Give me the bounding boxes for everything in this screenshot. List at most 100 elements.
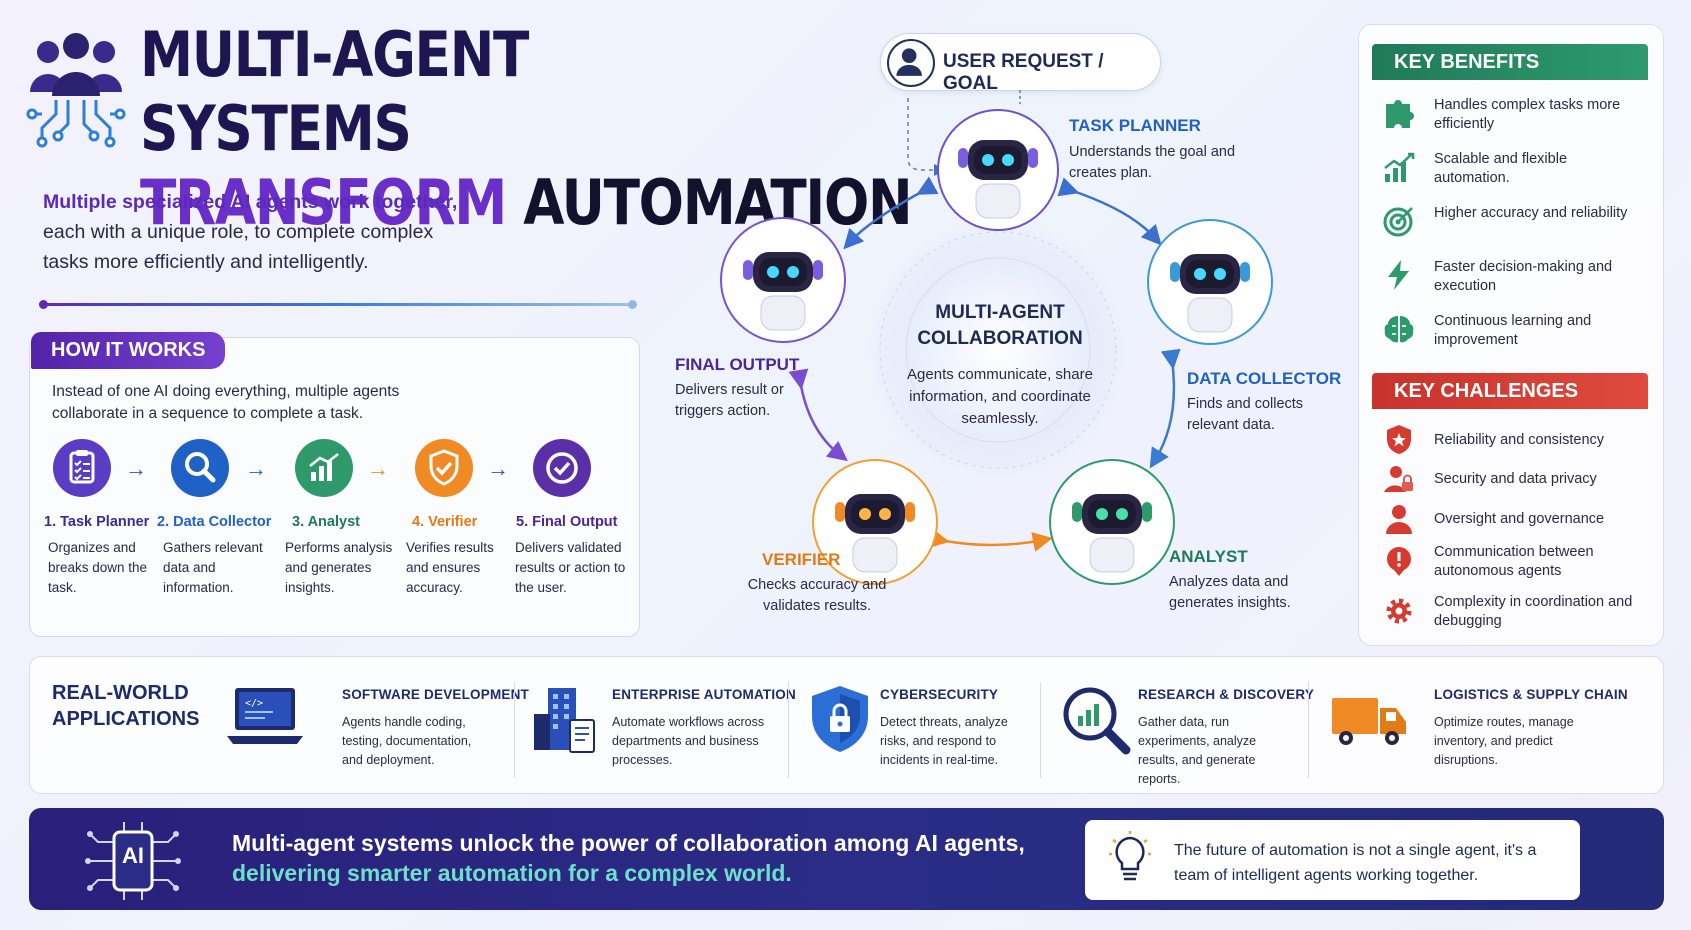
- step-description: Gathers relevant data and information.: [163, 540, 263, 595]
- shield-star-icon: [1387, 425, 1411, 454]
- step-description: Organizes and breaks down the task.: [48, 540, 148, 595]
- divider: [788, 682, 789, 778]
- step-description: Verifies results and ensures accuracy.: [406, 540, 494, 595]
- svg-text:</>: </>: [245, 698, 263, 709]
- application-description: Detect threats, analyze risks, and respo…: [880, 715, 1008, 767]
- application-description: Optimize routes, manage inventory, and p…: [1434, 715, 1574, 767]
- intro-highlight: Multiple specialized AI agents work toge…: [43, 191, 458, 213]
- application-description: Gather data, run experiments, analyze re…: [1138, 715, 1257, 786]
- robot-icon: [1049, 459, 1175, 585]
- robot-icon: [720, 217, 846, 343]
- challenge-item: Complexity in coordination and debugging: [1434, 594, 1633, 629]
- footer-line-1: Multi-agent systems unlock the power of …: [232, 830, 1025, 856]
- team-network-icon: [26, 33, 126, 148]
- step-title: 1. Task Planner: [44, 514, 150, 530]
- laptop-code-icon: </>: [227, 688, 303, 744]
- ai-chip-label: AI: [122, 843, 144, 868]
- step-title: 4. Verifier: [412, 514, 478, 530]
- brain-icon: [1384, 316, 1414, 343]
- lightning-icon: [1388, 260, 1409, 290]
- shield-lock-icon: [812, 686, 868, 752]
- divider: [514, 682, 515, 778]
- benefit-item: Scalable and flexible automation.: [1434, 151, 1568, 186]
- application-description: Agents handle coding, testing, documenta…: [342, 715, 472, 767]
- title-accent-word: TRANSFORM: [140, 166, 507, 239]
- agent-desc-output: Delivers result or triggers action.: [675, 382, 784, 419]
- divider: [39, 300, 637, 309]
- agent-desc-verifier: Checks accuracy and validates results.: [747, 577, 887, 614]
- benefits-header: KEY BENEFITS: [1372, 44, 1648, 80]
- quote-card: [1085, 820, 1580, 900]
- arrow-icon: →: [125, 456, 147, 481]
- arrow-icon: →: [487, 456, 509, 481]
- bar-chart-icon: [294, 438, 354, 498]
- how-it-works-tag: HOW IT WORKS: [31, 332, 226, 369]
- step-title: 3. Analyst: [292, 514, 360, 530]
- building-icon: [534, 688, 595, 753]
- agent-desc-collector: Finds and collects relevant data.: [1187, 396, 1304, 433]
- collaboration-title-line-1: MULTI-AGENT: [935, 302, 1065, 323]
- user-lock-icon: [1384, 466, 1413, 492]
- footer-line-2: delivering smarter automation for a comp…: [232, 860, 792, 886]
- check-circle-icon: [532, 438, 592, 498]
- clipboard-icon: [52, 438, 112, 498]
- application-title: SOFTWARE DEVELOPMENT: [342, 687, 530, 702]
- challenge-item: Reliability and consistency: [1434, 432, 1605, 448]
- application-title: LOGISTICS & SUPPLY CHAIN: [1434, 687, 1628, 702]
- intro-line-3: tasks more efficiently and intelligently…: [43, 251, 369, 273]
- agent-name-analyst: ANALYST: [1169, 547, 1248, 566]
- collaboration-title: MULTI-AGENT COLLABORATION: [905, 300, 1095, 352]
- robot-icon: [1147, 219, 1273, 345]
- step-title: 5. Final Output: [516, 514, 618, 530]
- agent-name-collector: DATA COLLECTOR: [1187, 369, 1342, 388]
- robot-icon: [812, 459, 938, 585]
- intro-paragraph: Multiple specialized AI agents work toge…: [43, 187, 513, 277]
- person-icon: [1386, 505, 1412, 534]
- arrow-icon: →: [367, 456, 389, 481]
- agent-desc-planner: Understands the goal and creates plan.: [1069, 144, 1236, 181]
- user-request-badge: USER REQUEST / GOAL: [880, 33, 1161, 94]
- divider: [1040, 682, 1041, 778]
- truck-icon: [1332, 698, 1406, 745]
- ai-chip-icon: [85, 822, 181, 900]
- research-magnifier-icon: [1063, 687, 1131, 755]
- quote-text: The future of automation is not a single…: [1174, 842, 1537, 884]
- user-avatar-icon: [887, 39, 935, 87]
- applications-title-line-1: REAL-WORLD: [52, 682, 189, 704]
- arrow-icon: →: [245, 456, 267, 481]
- lightbulb-icon: [1109, 831, 1151, 881]
- applications-title-line-2: APPLICATIONS: [52, 708, 200, 730]
- application-description: Automate workflows across departments an…: [612, 715, 765, 767]
- application-title: ENTERPRISE AUTOMATION: [612, 687, 796, 702]
- alert-bubble-icon: [1387, 547, 1411, 576]
- collaboration-diagram: [720, 90, 1273, 585]
- gear-icon: [1386, 598, 1412, 624]
- application-title: CYBERSECURITY: [880, 687, 999, 702]
- intro-line-2: each with a unique role, to complete com…: [43, 221, 434, 243]
- collaboration-description: Agents communicate, share information, a…: [907, 366, 1093, 427]
- how-it-works-description: Instead of one AI doing everything, mult…: [52, 383, 400, 422]
- step-description: Performs analysis and generates insights…: [285, 540, 393, 595]
- challenges-header: KEY CHALLENGES: [1372, 373, 1648, 409]
- application-title: RESEARCH & DISCOVERY: [1138, 687, 1315, 702]
- title-line-1: MULTI-AGENT SYSTEMS: [140, 18, 529, 165]
- agent-desc-analyst: Analyzes data and generates insights.: [1169, 574, 1291, 611]
- step-title: 2. Data Collector: [157, 514, 272, 530]
- shield-check-icon: [414, 438, 474, 498]
- benefit-item: Faster decision-making and execution: [1434, 259, 1613, 294]
- agent-name-planner: TASK PLANNER: [1069, 116, 1201, 135]
- challenge-item: Oversight and governance: [1434, 511, 1605, 527]
- challenge-item: Security and data privacy: [1434, 471, 1597, 487]
- challenge-item: Communication between autonomous agents: [1434, 544, 1594, 579]
- user-request-label: USER REQUEST / GOAL: [943, 51, 1104, 94]
- magnifier-icon: [170, 438, 230, 498]
- target-icon: [1383, 207, 1413, 237]
- growth-chart-icon: [1384, 152, 1415, 182]
- puzzle-icon: [1386, 100, 1414, 128]
- benefit-item: Higher accuracy and reliability: [1434, 205, 1628, 221]
- agent-name-verifier: VERIFIER: [762, 550, 841, 569]
- divider: [1308, 682, 1309, 778]
- robot-icon: [937, 109, 1059, 231]
- step-description: Delivers validated results or action to …: [515, 540, 626, 595]
- collaboration-title-line-2: COLLABORATION: [917, 328, 1083, 349]
